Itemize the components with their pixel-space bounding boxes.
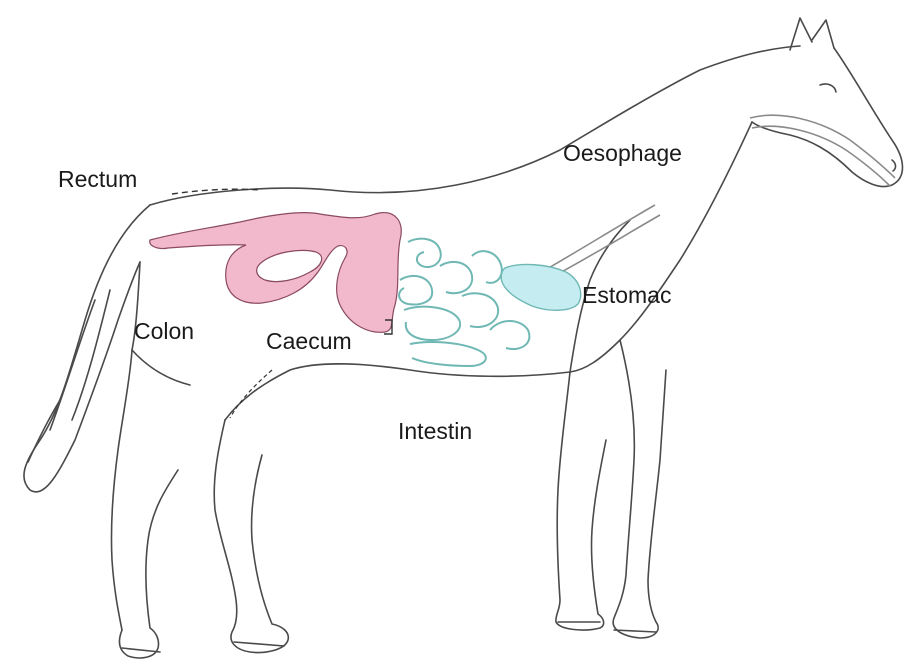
label-caecum: Caecum bbox=[266, 330, 352, 353]
horse-ears bbox=[790, 18, 834, 50]
small-intestine bbox=[399, 239, 529, 366]
horse-nostril bbox=[892, 160, 896, 171]
stomach bbox=[501, 265, 581, 311]
esophagus-tube bbox=[545, 205, 660, 278]
horse-eye bbox=[820, 84, 836, 92]
label-oesophage: Oesophage bbox=[563, 142, 682, 165]
esophagus-upper bbox=[750, 115, 895, 178]
label-estomac: Estomac bbox=[582, 284, 671, 307]
hind-hoof-back bbox=[122, 648, 160, 652]
hind-leg-front bbox=[214, 420, 288, 653]
front-leg-front bbox=[613, 340, 666, 638]
label-intestin: Intestin bbox=[398, 420, 472, 443]
esophagus-lower bbox=[752, 126, 890, 186]
belly-line bbox=[225, 364, 570, 420]
tail-hair bbox=[28, 290, 110, 462]
horse-head bbox=[752, 48, 903, 187]
hind-hoof-front bbox=[234, 642, 284, 646]
flank-line bbox=[132, 350, 190, 385]
hind-leg-back bbox=[120, 470, 178, 658]
front-leg-back bbox=[556, 372, 606, 630]
horse-tail bbox=[24, 205, 150, 492]
label-rectum: Rectum bbox=[58, 168, 137, 191]
back-line bbox=[150, 46, 800, 205]
colon-caecum bbox=[150, 213, 402, 333]
label-colon: Colon bbox=[134, 320, 194, 343]
